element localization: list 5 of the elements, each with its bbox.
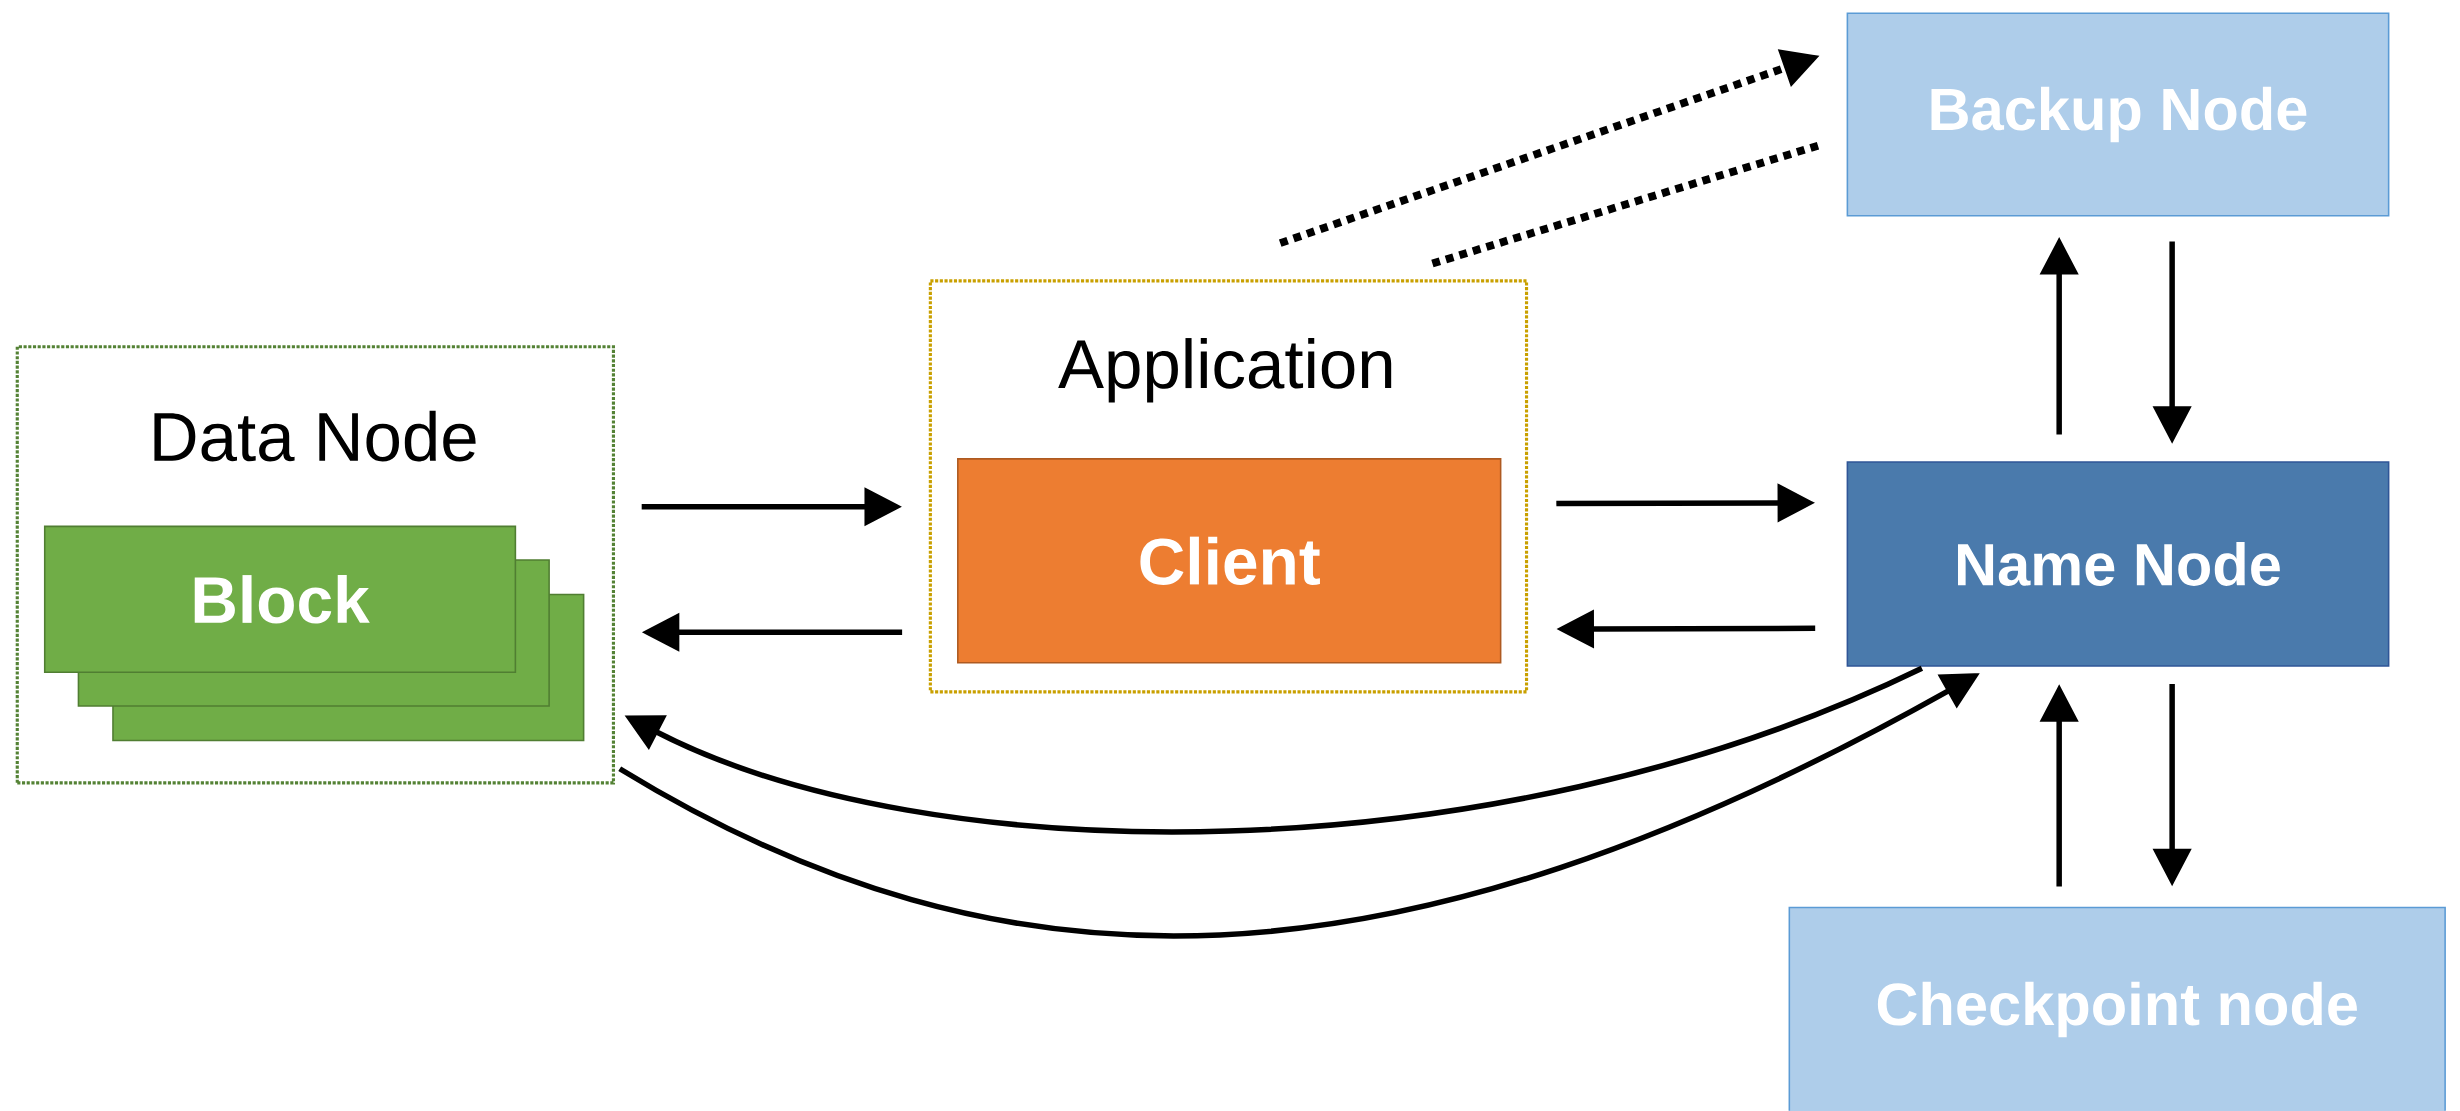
- process-box: Checkpoint node: [1788, 906, 2446, 1111]
- process-box: Backup Node: [1846, 12, 2390, 217]
- process-box: Client: [957, 458, 1502, 664]
- block-stack: Block: [43, 525, 585, 742]
- process-box: Name Node: [1846, 461, 2390, 667]
